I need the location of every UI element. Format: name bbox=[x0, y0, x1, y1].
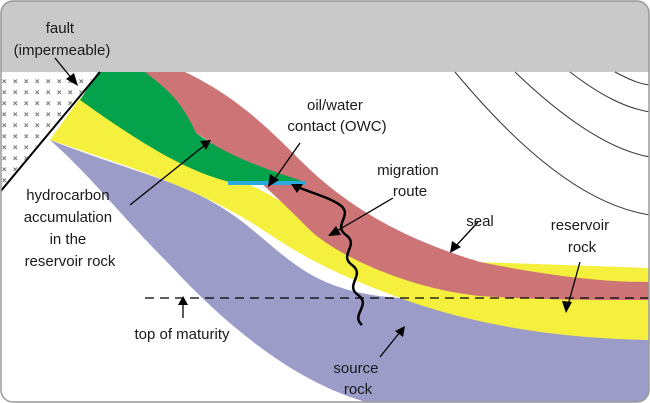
migration-label: migration route bbox=[377, 162, 443, 200]
sky-band bbox=[1, 1, 649, 72]
hydrocarbon-accumulation bbox=[80, 72, 305, 182]
source-rock-label: source rock bbox=[333, 360, 382, 398]
fault-label: fault (impermeable) bbox=[14, 20, 111, 59]
contour-lines bbox=[454, 71, 649, 216]
source-rock-layer bbox=[50, 140, 649, 402]
owc-label: oil/water contact (OWC) bbox=[287, 97, 386, 135]
pointer-arrows bbox=[54, 57, 581, 358]
migration-arrowhead bbox=[291, 184, 303, 193]
fault-block bbox=[1, 72, 98, 190]
seal-label: seal bbox=[466, 213, 494, 230]
hydrocarbon-label: hydrocarbon accumulation in the reservoi… bbox=[24, 187, 117, 270]
top-of-maturity-label: top of maturity bbox=[134, 326, 230, 343]
fault-line bbox=[1, 71, 101, 193]
seal-layer bbox=[135, 72, 649, 300]
reservoir-rock-label: reservoir rock bbox=[551, 217, 614, 256]
